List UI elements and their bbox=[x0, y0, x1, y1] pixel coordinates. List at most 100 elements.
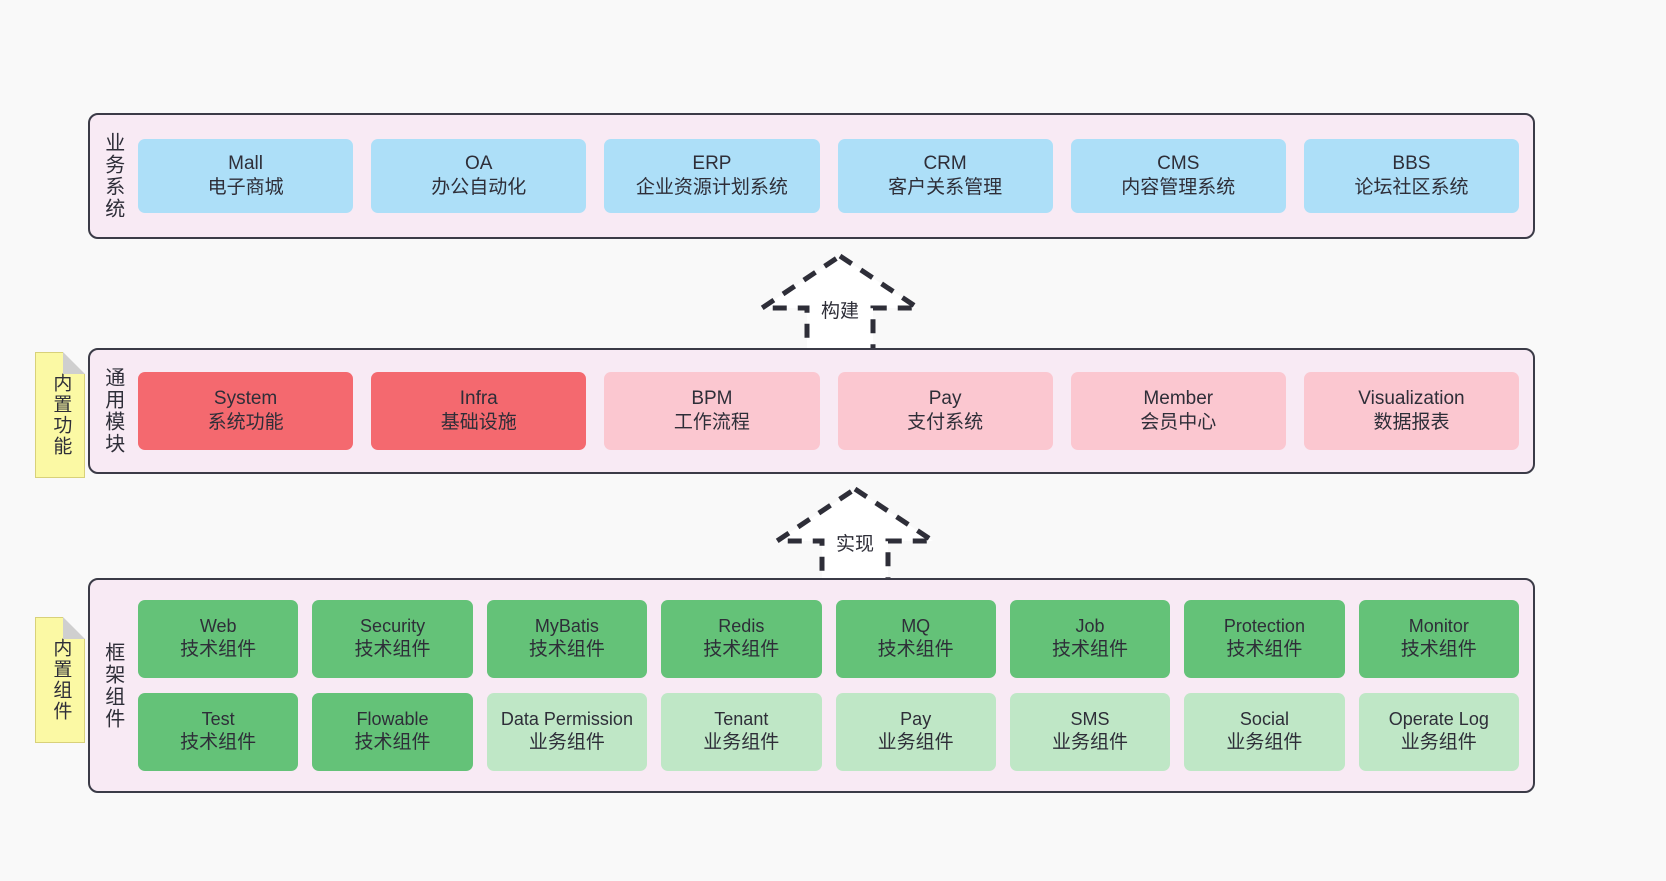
card-title: MyBatis bbox=[534, 616, 599, 637]
business-systems-layer: 业务系统 Mall 电子商城 OA 办公自动化 ERP 企业资源计划系统 CRM… bbox=[88, 113, 1535, 239]
component-card-data-permission[interactable]: Data Permission 业务组件 bbox=[486, 693, 648, 771]
note-label: 内置组件 bbox=[50, 638, 72, 722]
card-title: Infra bbox=[459, 387, 498, 409]
card-title: ERP bbox=[692, 152, 732, 174]
card-title: Redis bbox=[718, 616, 765, 637]
build-arrow-shape bbox=[755, 252, 925, 360]
card-subtitle: 系统功能 bbox=[207, 412, 284, 433]
card-title: Security bbox=[360, 616, 426, 637]
card-title: CRM bbox=[923, 152, 967, 174]
card-title: Member bbox=[1143, 387, 1214, 409]
component-card-pay[interactable]: Pay 业务组件 bbox=[835, 693, 996, 771]
framework-components-body: Web 技术组件 Security 技术组件 MyBatis 技术组件 Redi… bbox=[134, 580, 1533, 791]
card-title: MQ bbox=[901, 616, 931, 637]
component-card-sms[interactable]: SMS 业务组件 bbox=[1009, 693, 1171, 771]
component-card-operate-log[interactable]: Operate Log 业务组件 bbox=[1358, 693, 1519, 771]
card-subtitle: 技术组件 bbox=[180, 732, 257, 754]
card-title: Mall bbox=[228, 152, 263, 174]
component-card-social[interactable]: Social 业务组件 bbox=[1184, 693, 1345, 771]
business-card-mall[interactable]: Mall 电子商城 bbox=[138, 139, 354, 213]
card-title: Flowable bbox=[356, 709, 429, 730]
card-subtitle: 技术组件 bbox=[1052, 639, 1129, 661]
card-title: CMS bbox=[1157, 152, 1200, 174]
module-card-pay[interactable]: Pay 支付系统 bbox=[837, 372, 1053, 450]
component-card-flowable[interactable]: Flowable 技术组件 bbox=[312, 693, 473, 771]
common-modules-row: System 系统功能 Infra 基础设施 BPM 工作流程 Pay 支付系统… bbox=[138, 372, 1520, 450]
card-title: Operate Log bbox=[1388, 709, 1489, 730]
card-subtitle: 论坛社区系统 bbox=[1354, 177, 1469, 198]
card-title: Web bbox=[199, 616, 237, 637]
card-subtitle: 业务组件 bbox=[1052, 732, 1129, 754]
business-card-oa[interactable]: OA 办公自动化 bbox=[371, 139, 587, 213]
module-card-bpm[interactable]: BPM 工作流程 bbox=[604, 372, 820, 450]
module-card-infra[interactable]: Infra 基础设施 bbox=[371, 372, 587, 450]
module-card-member[interactable]: Member 会员中心 bbox=[1070, 372, 1286, 450]
card-subtitle: 电子商城 bbox=[207, 177, 284, 198]
card-subtitle: 技术组件 bbox=[180, 639, 257, 661]
card-title: BBS bbox=[1392, 152, 1431, 174]
business-card-bbs[interactable]: BBS 论坛社区系统 bbox=[1303, 139, 1520, 213]
card-subtitle: 办公自动化 bbox=[431, 177, 527, 198]
card-subtitle: 数据报表 bbox=[1373, 412, 1450, 433]
business-systems-layer-title: 业务系统 bbox=[101, 132, 124, 220]
component-card-security[interactable]: Security 技术组件 bbox=[312, 600, 473, 678]
common-modules-body: System 系统功能 Infra 基础设施 BPM 工作流程 Pay 支付系统… bbox=[134, 350, 1533, 472]
component-card-mq[interactable]: MQ 技术组件 bbox=[835, 600, 996, 678]
component-card-protection[interactable]: Protection 技术组件 bbox=[1184, 600, 1345, 678]
component-card-job[interactable]: Job 技术组件 bbox=[1009, 600, 1171, 678]
card-title: Pay bbox=[928, 387, 962, 409]
component-card-redis[interactable]: Redis 技术组件 bbox=[661, 600, 822, 678]
common-modules-layer: 通用模块 System 系统功能 Infra 基础设施 BPM 工作流程 Pay… bbox=[88, 348, 1535, 474]
module-card-system[interactable]: System 系统功能 bbox=[138, 372, 354, 450]
component-card-mybatis[interactable]: MyBatis 技术组件 bbox=[486, 600, 648, 678]
framework-tech-row: Web 技术组件 Security 技术组件 MyBatis 技术组件 Redi… bbox=[138, 600, 1519, 678]
business-card-crm[interactable]: CRM 客户关系管理 bbox=[837, 139, 1053, 213]
card-title: BPM bbox=[691, 387, 733, 409]
note-builtin-components: 内置组件 bbox=[35, 617, 85, 743]
framework-business-row: Test 技术组件 Flowable 技术组件 Data Permission … bbox=[138, 693, 1519, 771]
card-subtitle: 技术组件 bbox=[1400, 639, 1477, 661]
implement-arrow-shape bbox=[770, 485, 940, 593]
component-card-monitor[interactable]: Monitor 技术组件 bbox=[1358, 600, 1519, 678]
note-label: 内置功能 bbox=[50, 373, 72, 457]
framework-components-layer-title: 框架组件 bbox=[101, 641, 124, 730]
card-subtitle: 技术组件 bbox=[1226, 639, 1303, 661]
component-card-web[interactable]: Web 技术组件 bbox=[138, 600, 299, 678]
card-title: Test bbox=[201, 709, 235, 730]
module-card-visualization[interactable]: Visualization 数据报表 bbox=[1303, 372, 1520, 450]
card-subtitle: 内容管理系统 bbox=[1121, 177, 1236, 198]
card-subtitle: 客户关系管理 bbox=[888, 177, 1003, 198]
card-subtitle: 技术组件 bbox=[354, 732, 431, 754]
framework-components-layer: 框架组件 Web 技术组件 Security 技术组件 MyBatis 技术组件… bbox=[88, 578, 1535, 793]
card-subtitle: 业务组件 bbox=[1400, 732, 1477, 754]
card-subtitle: 技术组件 bbox=[877, 639, 954, 661]
card-title: Job bbox=[1075, 616, 1105, 637]
card-subtitle: 技术组件 bbox=[703, 639, 780, 661]
card-title: OA bbox=[465, 152, 493, 174]
card-title: Monitor bbox=[1408, 616, 1469, 637]
card-title: Visualization bbox=[1358, 387, 1465, 409]
card-subtitle: 工作流程 bbox=[673, 412, 750, 433]
business-card-erp[interactable]: ERP 企业资源计划系统 bbox=[604, 139, 820, 213]
note-builtin-functions: 内置功能 bbox=[35, 352, 85, 478]
card-subtitle: 会员中心 bbox=[1140, 412, 1217, 433]
component-card-tenant[interactable]: Tenant 业务组件 bbox=[661, 693, 822, 771]
card-subtitle: 企业资源计划系统 bbox=[635, 177, 788, 198]
card-subtitle: 业务组件 bbox=[703, 732, 780, 754]
business-card-cms[interactable]: CMS 内容管理系统 bbox=[1070, 139, 1286, 213]
card-title: SMS bbox=[1070, 709, 1110, 730]
common-modules-layer-title: 通用模块 bbox=[101, 367, 124, 455]
card-subtitle: 基础设施 bbox=[440, 412, 517, 433]
card-subtitle: 支付系统 bbox=[907, 412, 984, 433]
card-title: Pay bbox=[900, 709, 932, 730]
card-title: System bbox=[213, 387, 278, 409]
build-arrow: 构建 bbox=[755, 252, 925, 360]
card-subtitle: 业务组件 bbox=[528, 732, 605, 754]
card-subtitle: 业务组件 bbox=[877, 732, 954, 754]
card-title: Tenant bbox=[714, 709, 769, 730]
card-subtitle: 技术组件 bbox=[528, 639, 605, 661]
component-card-test[interactable]: Test 技术组件 bbox=[138, 693, 299, 771]
business-systems-row: Mall 电子商城 OA 办公自动化 ERP 企业资源计划系统 CRM 客户关系… bbox=[138, 139, 1520, 213]
card-subtitle: 技术组件 bbox=[354, 639, 431, 661]
implement-arrow: 实现 bbox=[770, 485, 940, 593]
